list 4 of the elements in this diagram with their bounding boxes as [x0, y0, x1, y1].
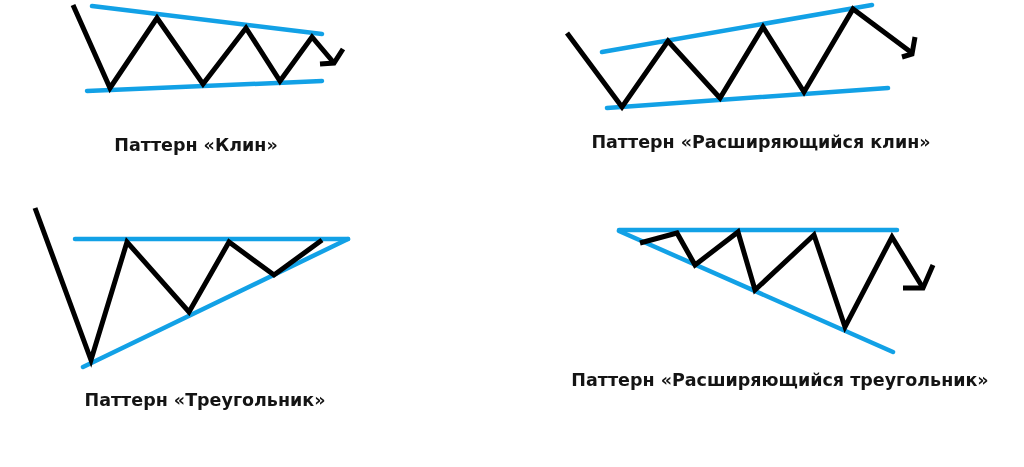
pattern-caption: Паттерн «Треугольник»	[84, 389, 326, 411]
pattern-caption: Паттерн «Расширяющийся треугольник»	[571, 369, 989, 391]
pattern-caption: Паттерн «Расширяющийся клин»	[591, 131, 931, 153]
pattern-caption: Паттерн «Клин»	[114, 134, 278, 156]
